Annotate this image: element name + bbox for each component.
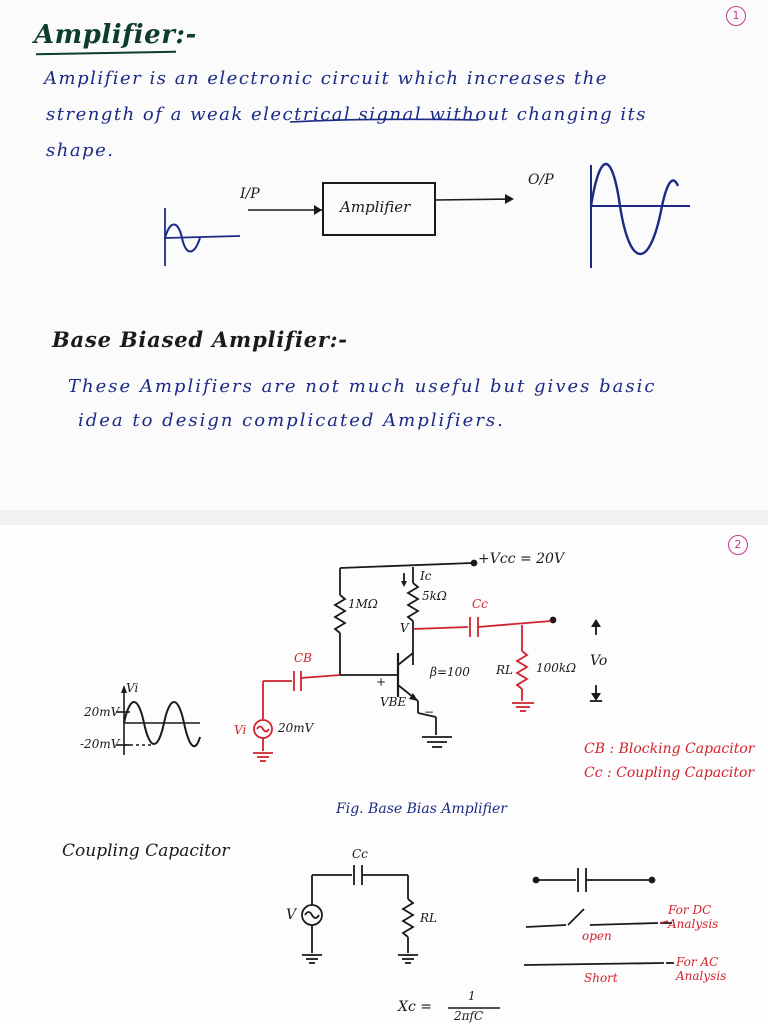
output-label: O/P (528, 172, 554, 188)
page-title: Amplifier:- (34, 20, 197, 50)
input-wave-icon (164, 208, 241, 266)
section-title: Base Biased Amplifier:- (52, 327, 348, 352)
ic-label: Ic (420, 569, 432, 583)
graph-positive-label: 20mV (84, 705, 120, 719)
coupling-circuit (301, 865, 418, 964)
red-circuit-part (253, 617, 552, 762)
formula-lhs: Xc = (398, 999, 432, 1015)
page1-drawings (164, 118, 690, 268)
vbe-label: VBE (380, 695, 407, 709)
vcc-label: +Vcc = 20V (478, 551, 565, 567)
graph-negative-label: -20mV (80, 737, 120, 751)
rl-resistor (515, 650, 529, 690)
vi-amplitude-label: 20mV (278, 721, 314, 735)
formula-numerator: 1 (468, 989, 476, 1003)
notebook-page-2: 2 (0, 525, 768, 1024)
rb-label: 1MΩ (348, 597, 378, 611)
ac-analysis-note: For AC Analysis (676, 955, 727, 983)
page2-drawings (116, 559, 674, 1009)
open-switch-icon (567, 908, 585, 926)
legend-coupling: Cc : Coupling Capacitor (584, 765, 755, 781)
vi-graph (116, 685, 201, 755)
rc-resistor (406, 582, 420, 622)
rb-resistor (333, 594, 347, 634)
definition-line-2: strength of a weak electrical signal wit… (46, 104, 648, 125)
rc-label: 5kΩ (422, 589, 447, 603)
coupling-rl-resistor (401, 898, 415, 938)
cc-label: Cc (472, 597, 488, 611)
output-wave-icon (589, 162, 690, 268)
legend-blocking: CB : Blocking Capacitor (584, 741, 755, 757)
section-line-1: These Amplifiers are not much useful but… (68, 376, 657, 397)
short-wire (523, 962, 665, 966)
amplifier-box-label: Amplifier (340, 198, 411, 216)
page-number-2: 2 (728, 535, 748, 555)
coupling-v-label: V (286, 907, 297, 923)
electrical-signal-underline (289, 118, 479, 123)
figure-caption: Fig. Base Bias Amplifier (336, 801, 507, 817)
vo-label: Vo (590, 653, 608, 669)
dc-analysis-note: For DC Analysis (668, 903, 719, 931)
cb-label: CB (294, 651, 312, 665)
coupling-cc-label: Cc (352, 847, 368, 861)
page-gap (0, 510, 768, 525)
section-line-2: idea to design complicated Amplifiers. (78, 410, 505, 431)
beta-label: β=100 (430, 665, 470, 679)
plus-sign: + (376, 675, 387, 689)
input-label: I/P (240, 186, 260, 202)
input-arrow-icon (248, 205, 322, 215)
emitter-arrow-icon (409, 693, 418, 701)
formula-denominator: 2πfC (454, 1009, 484, 1023)
minus-sign: − (424, 705, 435, 719)
page-number-1: 1 (726, 6, 746, 26)
notebook-page-1: 1 Amplifier:- Amplifier is an electronic… (0, 0, 768, 510)
amplifier-box (322, 182, 436, 236)
definition-line-1: Amplifier is an electronic circuit which… (44, 68, 608, 89)
capacitor-equivalents (523, 868, 674, 966)
output-arrow-icon (434, 194, 514, 204)
rl-value: 100kΩ (536, 661, 577, 675)
short-label: Short (584, 971, 618, 985)
open-label: open (582, 929, 612, 943)
definition-line-3: shape. (46, 140, 115, 161)
rl-label: RL (496, 663, 514, 677)
base-bias-circuit (333, 559, 602, 748)
vi-source-label: Vi (234, 723, 247, 737)
coupling-rl-label: RL (420, 911, 438, 925)
coupling-title: Coupling Capacitor (62, 841, 230, 861)
graph-vi-label: Vi (126, 681, 139, 695)
v-node-label: V (400, 621, 409, 635)
